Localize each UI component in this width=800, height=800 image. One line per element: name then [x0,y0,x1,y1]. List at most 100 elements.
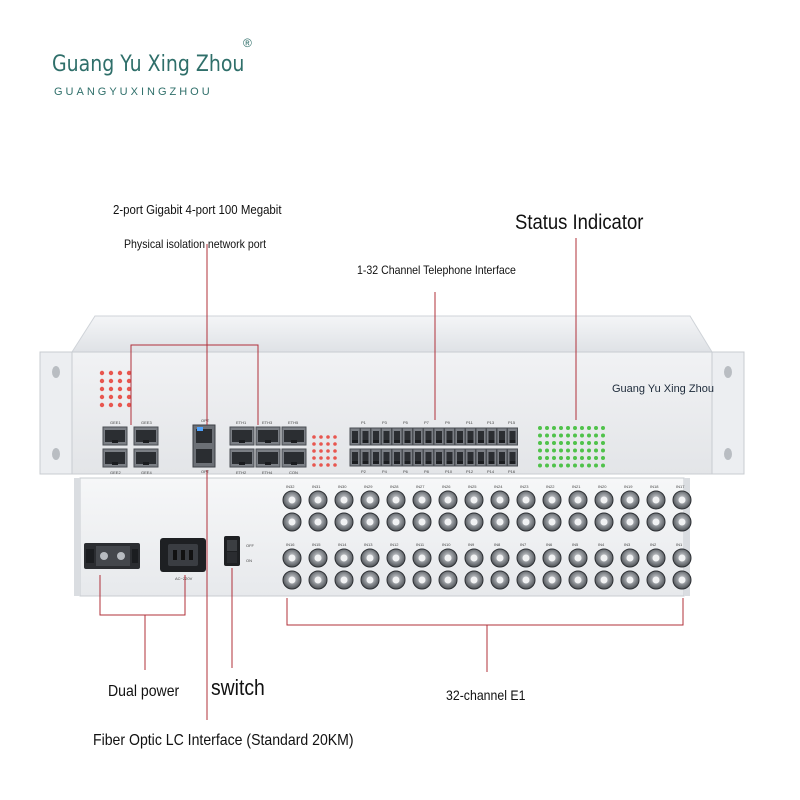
switch-on-label: ON [246,558,252,563]
bnc-label: IN20 [598,484,607,489]
port-label: P3 [382,420,388,425]
led-red [312,456,316,460]
led-red [319,442,323,446]
led-green [538,456,542,460]
port-label: P16 [508,469,516,474]
port-label: CON [289,470,298,475]
rj11-port [391,448,403,467]
label-switch: switch [211,675,265,700]
bnc-center [444,496,452,504]
rj45-port [133,426,159,446]
led-red [312,449,316,453]
port-label: P14 [487,469,495,474]
rj11-port [507,448,518,467]
bnc-label: IN3 [624,542,631,547]
port-label: ETH2 [236,470,247,475]
bnc-center [522,518,530,526]
bnc-center [392,496,400,504]
led-red [319,463,323,467]
rj45-port [255,426,281,446]
left-led-matrix [99,370,132,408]
led-green [594,448,598,453]
led-green [538,448,542,453]
led-red [108,370,114,376]
led-green [545,448,549,453]
rj11-port [349,448,361,467]
led-red [326,435,330,439]
rj45-port [102,448,128,468]
bnc-center [444,576,452,584]
bnc-center [600,518,608,526]
switch-off-label: OFF [246,543,255,548]
rj11-port [360,448,371,467]
rj11-port [475,448,487,467]
bnc-center [366,576,374,584]
bnc-center [626,518,634,526]
led-red [326,449,330,453]
bnc-center [366,496,374,504]
rj11-port [454,427,466,446]
bnc-label: IN15 [312,542,321,547]
led-green [538,433,542,438]
bnc-center [288,496,296,504]
bnc-label: IN13 [364,542,373,547]
led-red [117,370,123,376]
led-green [552,433,556,438]
led-green [601,433,605,438]
rj11-port [433,448,445,467]
led-green [566,463,570,468]
bnc-label: IN8 [494,542,501,547]
bnc-label: IN19 [624,484,633,489]
bnc-center [678,576,686,584]
led-green [545,456,549,460]
led-green [573,456,577,460]
led-green [587,433,591,438]
port-label: P1 [361,420,367,425]
power-terminal-block [84,543,140,569]
led-green [587,441,591,445]
port-label: ETH5 [288,420,299,425]
bnc-label: IN4 [598,542,605,547]
led-red [99,402,105,408]
led-red [99,394,105,400]
bnc-label: IN32 [286,484,295,489]
led-red [108,386,114,392]
bnc-center [574,576,582,584]
led-green [566,433,570,438]
bnc-center [314,554,322,562]
rj45-port [281,448,307,468]
bnc-label: IN9 [468,542,475,547]
rj11-port [465,427,476,446]
led-green [559,448,563,453]
led-red [333,442,337,446]
rj45-port [255,448,281,468]
bnc-center [418,518,426,526]
bnc-label: IN21 [572,484,581,489]
led-red [319,456,323,460]
rj11-port [423,448,434,467]
bnc-center [522,576,530,584]
bnc-center [470,576,478,584]
led-green [566,456,570,460]
led-red [108,402,114,408]
brand-logo-subtext: GUANGYUXINGZHOU [54,86,213,98]
power-rating-label: AC~220V [175,576,193,581]
bnc-center [652,496,660,504]
led-green [573,448,577,453]
bnc-center [678,554,686,562]
bnc-center [418,554,426,562]
port-label: ETH4 [262,470,273,475]
bnc-center [470,496,478,504]
led-red [312,463,316,467]
led-red [108,378,114,384]
led-red [117,402,123,408]
bnc-center [392,554,400,562]
bnc-label: IN27 [416,484,425,489]
label-fiber-optic: Fiber Optic LC Interface (Standard 20KM) [93,732,354,749]
bnc-center [288,554,296,562]
led-green [601,441,605,445]
led-green [559,441,563,445]
rj11-port [465,448,476,467]
